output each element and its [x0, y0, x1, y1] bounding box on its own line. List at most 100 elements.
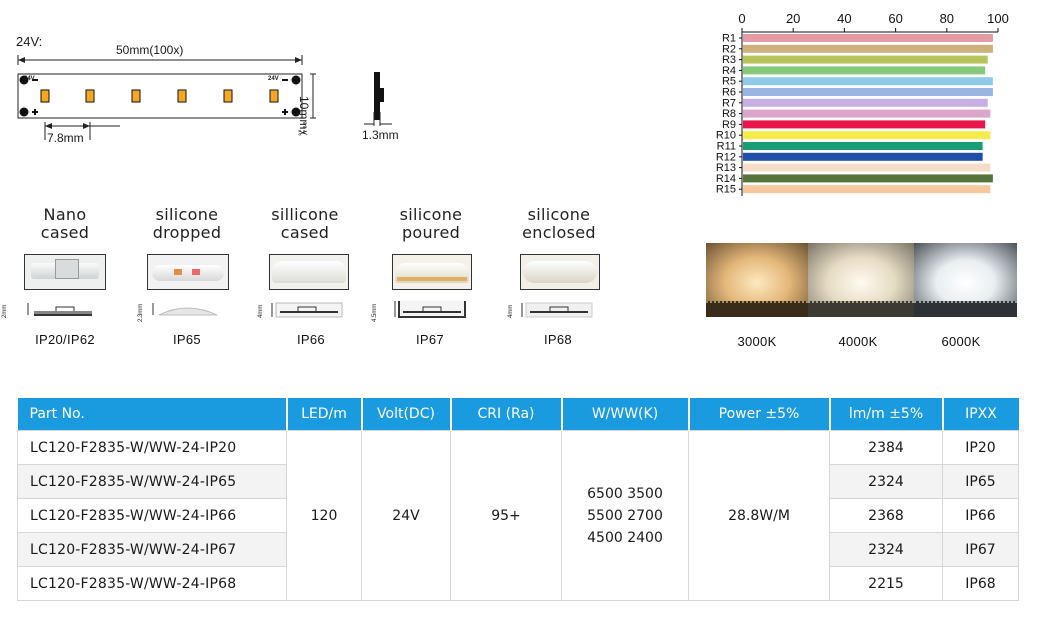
enc-photo-nano [24, 254, 106, 290]
axis-tick-label: 0 [738, 11, 745, 26]
category-label: R6 [722, 87, 736, 99]
header-ipxx: IPXX [941, 398, 1019, 431]
cell-volt: 24V [361, 430, 451, 601]
table-header-row: Part No. LED/m Volt(DC) CRI (Ra) W/WW(K)… [17, 398, 1019, 431]
enc-profile-dropped [152, 303, 218, 316]
enc-name-nano: Nano cased [10, 206, 120, 242]
thickness-label: 1.3mm [362, 128, 399, 142]
profile-svg [364, 72, 392, 126]
table-row: LC120-F2835-W/WW-24-IP65 2324 IP65 [17, 464, 1019, 499]
category-label: R10 [716, 130, 736, 142]
enc-name-dropped: silicone dropped [132, 206, 242, 242]
cell-lm-m: 2215 [829, 566, 943, 601]
enc-height-nano: 2mm [2, 304, 8, 318]
length-label: 50mm(100x) [116, 43, 184, 57]
axis-tick-label: 100 [987, 11, 1009, 26]
enc-height-enclosed: 4mm [508, 304, 514, 318]
enc-height-cased: 4mm [258, 304, 264, 318]
width-label: 10mm [297, 96, 311, 130]
cri-bar-r4 [743, 66, 986, 75]
cri-bar-r12 [743, 152, 983, 161]
cri-bar-r7 [743, 98, 988, 107]
axis-tick-label: 40 [837, 11, 851, 26]
cell-lm-m: 2384 [829, 430, 943, 465]
cri-bar-r3 [743, 55, 988, 64]
cell-part-no: LC120-F2835-W/WW-24-IP65 [17, 464, 287, 499]
cell-power: 28.8W/M [688, 430, 830, 601]
cri-bar-r2 [743, 44, 993, 53]
enc-photo-enclosed [520, 254, 600, 290]
table-row: LC120-F2835-W/WW-24-IP67 2324 IP67 [17, 532, 1019, 567]
cell-part-no: LC120-F2835-W/WW-24-IP68 [17, 566, 287, 601]
cell-part-no: LC120-F2835-W/WW-24-IP66 [17, 498, 287, 533]
cct-photo-4000k [808, 243, 914, 317]
enc-profile-enclosed [521, 302, 593, 318]
enc-name-line1: silicone [527, 205, 591, 224]
cell-lm-m: 2368 [829, 498, 943, 533]
category-label: R7 [722, 97, 736, 109]
header-power: Power ±5% [687, 398, 830, 431]
enc-name-line2: enclosed [522, 223, 596, 242]
table-row: LC120-F2835-W/WW-24-IP20 120 24V 95+ 650… [17, 430, 1019, 601]
enc-name-line1: sillicone [271, 205, 339, 224]
cri-bar-r8 [743, 109, 991, 118]
header-part-no: Part No. [17, 398, 287, 431]
enc-photo-dropped [147, 254, 229, 290]
category-label: R12 [716, 151, 736, 163]
category-label: R14 [716, 173, 736, 185]
category-label: R4 [722, 65, 736, 77]
axis-tick-label: 80 [940, 11, 954, 26]
enc-name-poured: silicone poured [376, 206, 486, 242]
cri-bar-r9 [743, 120, 986, 129]
cell-ipxx: IP68 [942, 566, 1019, 601]
cri-bar-r5 [743, 77, 993, 86]
pcb-mark-right: 24V [268, 76, 279, 82]
enc-name-enclosed: silicone enclosed [504, 206, 614, 242]
cell-lm-m: 2324 [829, 532, 943, 567]
enc-profile-cased [271, 302, 343, 318]
enc-name-cased: sillicone cased [250, 206, 360, 242]
cri-bar-r1 [743, 34, 993, 42]
cct-label-3000k: 3000K [737, 334, 777, 349]
cct-photo-6000k [914, 243, 1017, 317]
scissors-icon: ✂ [298, 126, 309, 140]
ip-cased: IP66 [297, 332, 325, 347]
pcb-mark-left: 24V [24, 76, 35, 82]
cell-led-m: 120 [286, 430, 362, 601]
ip-enclosed: IP68 [544, 332, 572, 347]
header-led-m: LED/m [285, 398, 362, 431]
cell-w-ww: 6500 3500 5500 2700 4500 2400 [561, 430, 689, 601]
cell-lm-m: 2324 [829, 464, 943, 499]
category-label: R1 [722, 33, 736, 45]
enc-photo-cased [269, 254, 349, 290]
cri-bar-r15 [743, 185, 991, 194]
enc-name-line2: dropped [152, 223, 222, 242]
axis-tick-label: 20 [786, 11, 800, 26]
cell-part-no: LC120-F2835-W/WW-24-IP20 [17, 430, 287, 465]
enc-photo-poured [392, 254, 472, 290]
table-row: LC120-F2835-W/WW-24-IP68 2215 IP68 [17, 566, 1019, 601]
category-label: R2 [722, 43, 736, 55]
header-cri: CRI (Ra) [449, 398, 562, 431]
cell-ipxx: IP65 [942, 464, 1019, 499]
enc-name-line1: silicone [399, 205, 463, 224]
cell-cri: 95+ [450, 430, 562, 601]
enc-profile-poured [394, 301, 466, 318]
cri-bar-r11 [743, 142, 983, 150]
axis-tick-label: 60 [888, 11, 902, 26]
enc-name-line2: cased [40, 223, 90, 242]
cct-label-6000k: 6000K [941, 334, 981, 349]
ww-line: 6500 3500 [587, 485, 663, 502]
enc-name-line2: poured [401, 223, 461, 242]
category-label: R8 [722, 108, 736, 120]
strip-dimension-svg [17, 55, 316, 140]
ip-nano: IP20/IP62 [35, 332, 95, 347]
ww-line: 4500 2400 [587, 529, 663, 546]
enc-name-line1: Nano [43, 205, 87, 224]
cri-bar-r14 [743, 174, 993, 183]
category-label: R3 [722, 54, 736, 66]
ip-poured: IP67 [416, 332, 444, 347]
enc-profile-nano [27, 303, 92, 316]
voltage-label: 24V: [16, 34, 43, 49]
